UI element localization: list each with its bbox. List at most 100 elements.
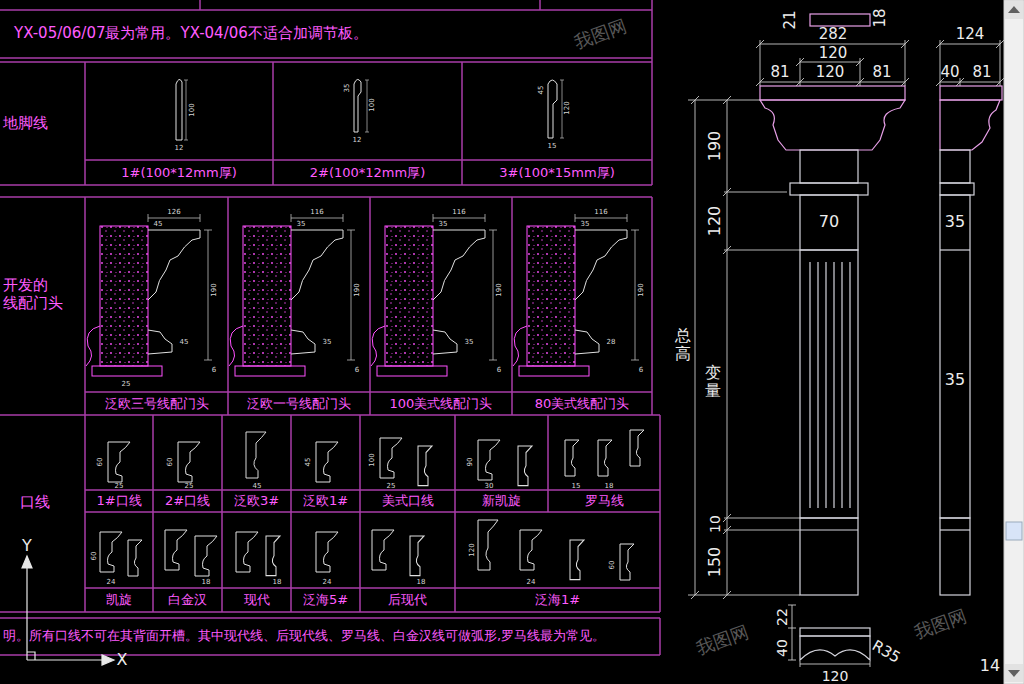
table-cell: 100美式线配门头	[370, 393, 512, 415]
dimension-line	[936, 40, 1004, 86]
column-elevation	[760, 14, 1002, 660]
profile-dimension: 45	[538, 86, 545, 95]
door-head-profile	[229, 214, 355, 376]
cell-text: 凯旋	[106, 593, 132, 608]
profile-dimension: 90	[467, 458, 474, 467]
table-grid	[0, 197, 660, 612]
ucs-axis-icon	[22, 556, 114, 665]
column-elevation	[810, 14, 870, 26]
dimension-text: 190	[707, 131, 723, 162]
dimension-line	[756, 40, 909, 86]
table-cell: 2#(100*12mm厚)	[273, 161, 462, 185]
profile-dimension: 100	[189, 103, 196, 116]
dimension-text: 40	[940, 65, 959, 80]
dimension-text: 120	[816, 65, 845, 80]
column-elevation	[940, 249, 970, 250]
cell-text: 2#(100*12mm厚)	[310, 166, 426, 181]
cell-text: 地脚线	[3, 115, 48, 132]
column-elevation	[790, 183, 868, 195]
table-cell: 白金汉	[153, 589, 222, 612]
profile-dimension: 120	[564, 101, 571, 114]
moulding-profile	[178, 442, 200, 482]
column-elevation	[800, 636, 870, 660]
profile-dimension: 190	[354, 283, 361, 296]
dimension-text: 70	[819, 214, 839, 230]
moulding-profile	[478, 440, 500, 480]
dimension-text: 150	[707, 547, 723, 578]
profile-dimension: 18	[202, 579, 211, 586]
scrollbar	[1004, 0, 1024, 684]
moulding-profile	[372, 530, 394, 570]
dimension-text: 40	[775, 639, 789, 657]
door-head-profile	[148, 230, 200, 300]
skirting-profile	[184, 80, 188, 140]
skirting-profile	[176, 79, 182, 140]
dimension-text: 81	[872, 65, 891, 80]
door-head-profile	[433, 330, 457, 354]
door-head-profile	[235, 366, 305, 376]
door-head-profile	[86, 214, 212, 376]
cell-text: YX-05/06/07最为常用。YX-04/06不适合加调节板。	[14, 25, 368, 42]
ucs-axis-icon	[27, 566, 104, 660]
table-cell: 1#(100*12mm厚)	[85, 161, 273, 185]
door-head-profile	[575, 330, 599, 354]
profile-dimension: 6	[212, 367, 216, 374]
door-head-profile	[527, 226, 575, 366]
door-head-profile	[148, 214, 212, 360]
profile-dimension: 18	[605, 483, 614, 490]
moulding-profile	[598, 440, 612, 476]
dimension-text: X	[117, 652, 128, 668]
profile-dimension: 6	[497, 367, 501, 374]
dimension-text: 120	[707, 206, 723, 237]
moulding-profile	[630, 430, 644, 466]
profile-dimension: 35	[344, 84, 351, 93]
table-cell: 现代	[222, 589, 291, 612]
door-head-profile	[385, 226, 433, 366]
table-cell: 罗马线	[548, 491, 660, 512]
profile-dimension: 45	[305, 458, 312, 467]
dimension-text: 120	[822, 669, 849, 683]
profile-dimension: 18	[417, 579, 426, 586]
table-grid	[0, 415, 660, 612]
cell-text: 1#口线	[96, 494, 141, 509]
profile-dimension: 45	[180, 339, 189, 346]
door-head-profile	[229, 326, 243, 366]
dimension-text: 124	[956, 27, 985, 42]
moulding-profile	[195, 536, 217, 576]
door-head-profile	[371, 326, 385, 366]
scrollbar	[1008, 6, 1020, 13]
table-cell: 口线	[0, 415, 85, 590]
profile-dimension: 190	[496, 283, 503, 296]
cell-text: 3#(100*15mm厚)	[499, 166, 615, 181]
dimension-text: 81	[972, 65, 991, 80]
scrollbar	[1008, 670, 1020, 677]
dimension-text: 10	[708, 515, 722, 533]
table-cell: 1#口线	[85, 491, 153, 512]
door-head-profile	[291, 230, 343, 300]
moulding-profile	[128, 540, 142, 576]
dimension-text: 282	[819, 27, 848, 42]
table-cell: 2#口线	[153, 491, 222, 512]
table-cell: 地脚线	[0, 62, 85, 185]
door-head-profile	[575, 214, 639, 360]
column-elevation	[790, 150, 974, 660]
scrollbar	[1006, 522, 1022, 540]
moulding-profile	[478, 520, 498, 570]
profile-dimension: 24	[527, 579, 536, 586]
moulding-profile	[520, 530, 542, 570]
moulding-profile	[418, 446, 432, 486]
table-cell: 后现代	[360, 589, 455, 612]
column-elevation	[810, 262, 850, 508]
scrollbar	[1004, 0, 1024, 684]
column-elevation	[800, 628, 870, 636]
skirting-profile	[176, 79, 564, 140]
moulding-profile	[410, 536, 424, 576]
column-elevation	[940, 195, 970, 518]
door-head-profile	[371, 214, 497, 376]
cell-text: 泛海1#	[535, 593, 580, 608]
cell-text: 明。所有口线不可在其背面开槽。其中现代线、后现代线、罗马线、白金汉线可做弧形,罗…	[3, 629, 605, 644]
table-cell: 凯旋	[85, 589, 153, 612]
cell-text: 100美式线配门头	[390, 397, 493, 412]
dimension-text: 变量	[705, 364, 721, 399]
